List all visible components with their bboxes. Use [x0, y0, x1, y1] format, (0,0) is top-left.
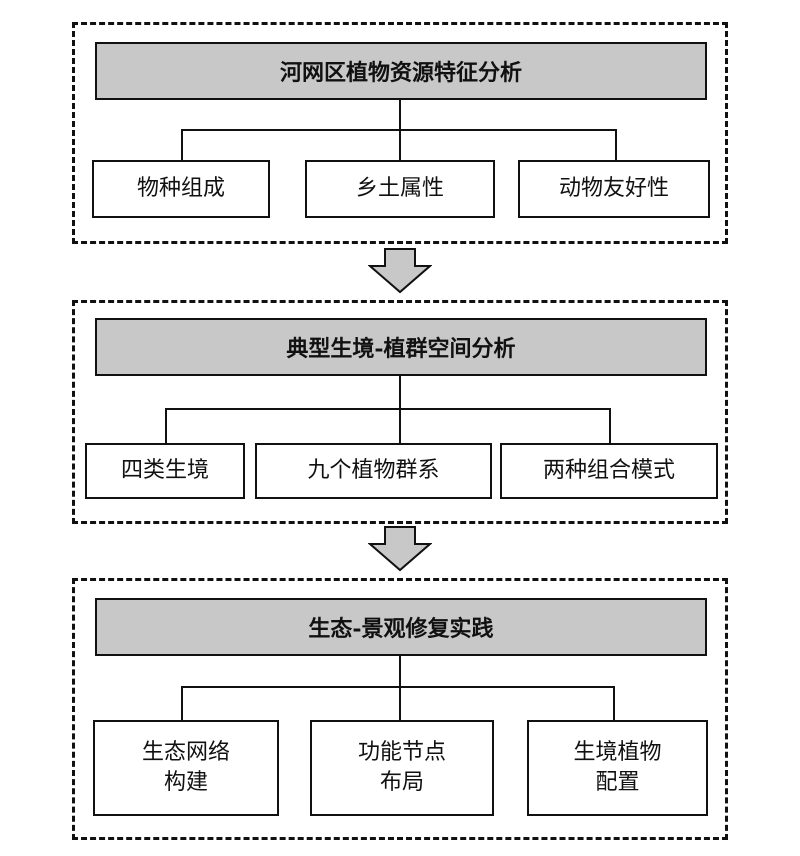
item-two-patterns: 两种组合模式 — [500, 443, 718, 499]
connector-trunk — [399, 376, 401, 409]
connector-drop — [399, 686, 401, 720]
item-animal-friendliness: 动物友好性 — [518, 160, 710, 218]
item-nine-formations: 九个植物群系 — [255, 443, 492, 499]
connector-drop — [609, 408, 611, 443]
connector-drop — [399, 408, 401, 443]
section-2-title: 典型生境-植群空间分析 — [95, 318, 707, 376]
connector-drop — [613, 686, 615, 720]
down-arrow-icon — [368, 526, 432, 572]
item-habitat-planting: 生境植物 配置 — [527, 720, 708, 816]
connector-trunk — [399, 656, 401, 687]
connector-bar — [165, 408, 611, 410]
item-function-nodes: 功能节点 布局 — [310, 720, 494, 816]
section-1-title: 河网区植物资源特征分析 — [95, 42, 707, 100]
connector-drop — [399, 129, 401, 160]
down-arrow-icon — [368, 248, 432, 294]
connector-drop — [615, 129, 617, 160]
item-four-habitats: 四类生境 — [85, 443, 245, 499]
item-species-composition: 物种组成 — [92, 160, 270, 218]
connector-trunk — [399, 100, 401, 130]
connector-bar — [181, 686, 615, 688]
item-native-attribute: 乡土属性 — [305, 160, 495, 218]
section-3-title: 生态-景观修复实践 — [95, 598, 707, 656]
connector-drop — [165, 408, 167, 443]
connector-drop — [181, 686, 183, 720]
connector-drop — [181, 129, 183, 160]
item-eco-network: 生态网络 构建 — [93, 720, 279, 816]
